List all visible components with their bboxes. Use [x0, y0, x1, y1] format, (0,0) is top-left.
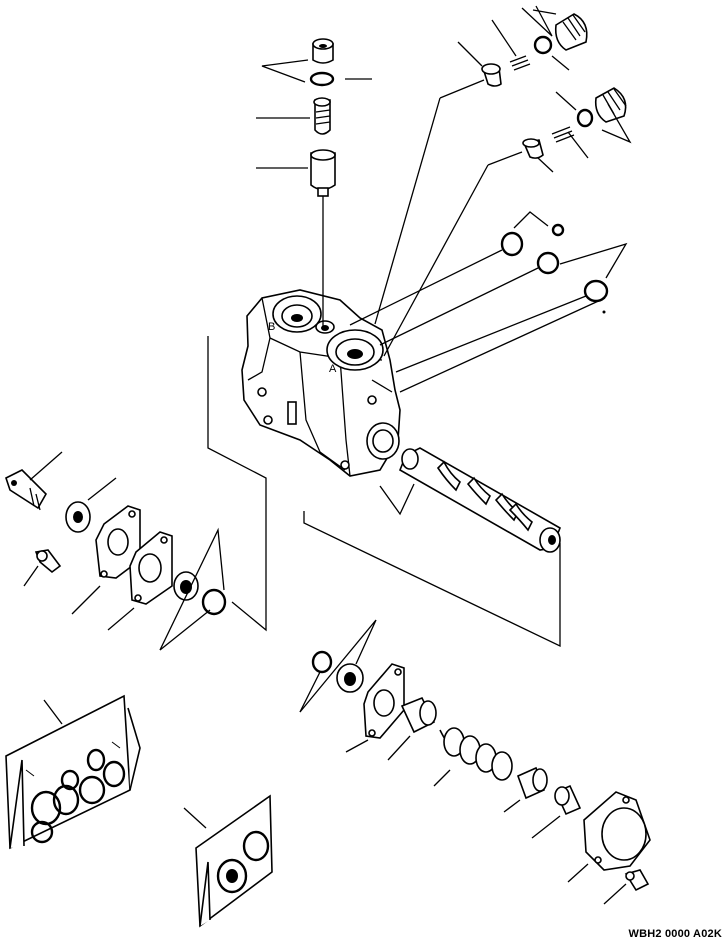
top-stack-leaders — [256, 59, 372, 169]
guide-lines — [207, 336, 561, 648]
left-end-parts — [5, 451, 227, 651]
figure-code: WBH2 0000 A02K — [628, 928, 722, 940]
port-label-a: A — [329, 363, 337, 375]
top-cap-assembly — [309, 38, 336, 330]
right-o-rings — [349, 211, 628, 393]
upper-relief-group — [374, 5, 588, 325]
seal-kit-small — [183, 794, 273, 928]
valve-body: B A — [241, 289, 401, 477]
seal-kit-large — [5, 694, 141, 850]
spool — [379, 447, 562, 553]
lower-right-parts — [299, 619, 651, 905]
middle-relief-group — [383, 87, 632, 357]
port-label-b: B — [268, 321, 275, 333]
